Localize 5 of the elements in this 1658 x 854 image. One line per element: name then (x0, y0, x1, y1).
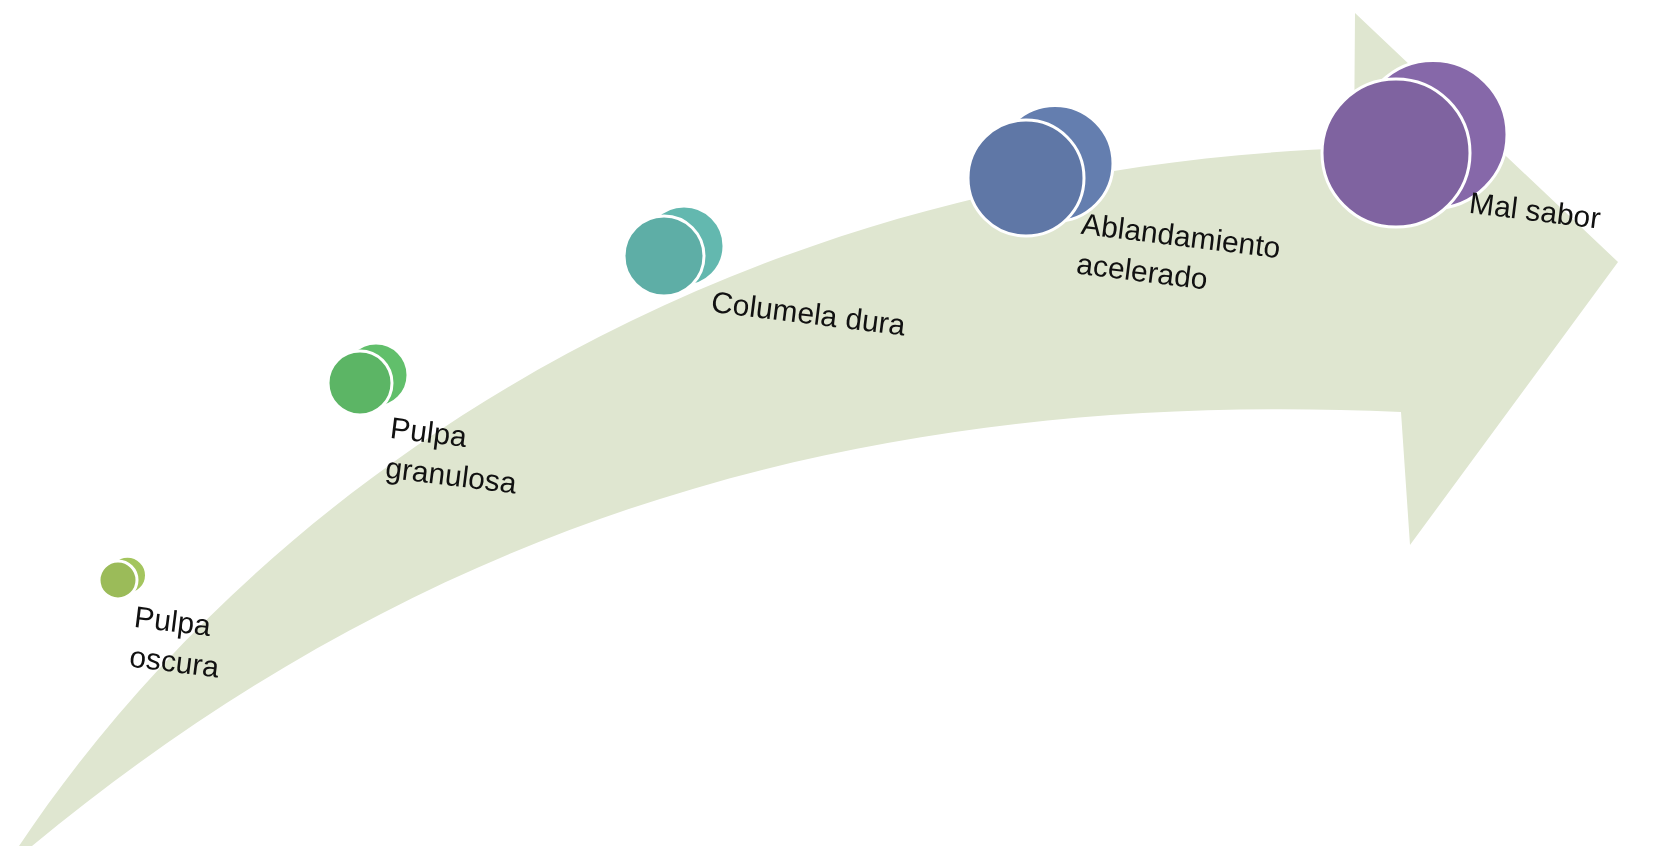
stage-label: Pulpa granulosa (383, 410, 520, 502)
stage-label: Mal sabor (1467, 185, 1604, 237)
stage-label: Pulpa oscura (127, 599, 223, 686)
stage-label: Columela dura (709, 284, 909, 344)
stage-label: Ablandamiento acelerado (1074, 206, 1284, 298)
